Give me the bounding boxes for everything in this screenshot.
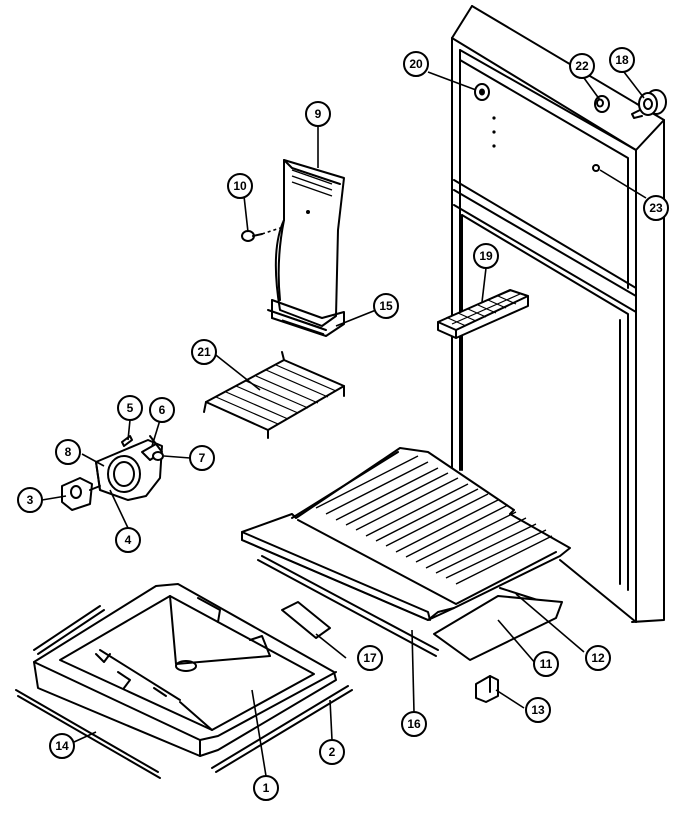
part-10-screw — [241, 227, 281, 242]
callout-7: 7 — [189, 445, 215, 471]
part-11-cover-plate — [433, 595, 563, 661]
callout-20-label: 20 — [409, 57, 423, 71]
callout-23-label: 23 — [649, 201, 663, 215]
callout-13-label: 13 — [531, 703, 545, 717]
callout-14-label: 14 — [55, 739, 69, 753]
callout-10: 10 — [227, 173, 253, 199]
part-18-control-dial — [631, 89, 667, 119]
callout-21: 21 — [191, 339, 217, 365]
callout-20: 20 — [403, 51, 429, 77]
callout-22-label: 22 — [575, 59, 589, 73]
callout-3: 3 — [17, 487, 43, 513]
callout-8-label: 8 — [65, 445, 72, 459]
part-5-screw — [121, 435, 133, 447]
part-19-ice-tray — [437, 289, 529, 339]
callout-11: 11 — [533, 651, 559, 677]
part-17-bracket — [281, 601, 331, 639]
part-13-hinge — [475, 675, 499, 703]
callout-9-label: 9 — [315, 107, 322, 121]
part-1-crisper-pan — [33, 583, 337, 757]
main-shelf — [241, 447, 571, 621]
callout-17: 17 — [357, 645, 383, 671]
part-22-knob — [594, 95, 610, 113]
callout-17-label: 17 — [363, 651, 377, 665]
callout-2-label: 2 — [329, 745, 336, 759]
callout-19: 19 — [473, 243, 499, 269]
part-20-knob — [474, 83, 490, 101]
part-6-clip — [141, 435, 163, 461]
callout-12: 12 — [585, 645, 611, 671]
callout-7-label: 7 — [199, 451, 206, 465]
callout-4-label: 4 — [125, 533, 132, 547]
callout-19-label: 19 — [479, 249, 493, 263]
part-16-trim-rail — [257, 555, 439, 657]
callout-15: 15 — [373, 293, 399, 319]
callout-22: 22 — [569, 53, 595, 79]
part-14-rail — [15, 689, 161, 779]
part-3-motor — [61, 477, 101, 511]
part-21-wire-shelf — [203, 351, 345, 439]
callout-6: 6 — [149, 397, 175, 423]
callout-18: 18 — [609, 47, 635, 73]
callout-1: 1 — [253, 775, 279, 801]
callout-15-label: 15 — [379, 299, 393, 313]
callout-8: 8 — [55, 439, 81, 465]
callout-5-label: 5 — [127, 401, 134, 415]
callout-9: 9 — [305, 101, 331, 127]
callout-1-label: 1 — [263, 781, 270, 795]
callout-16: 16 — [401, 711, 427, 737]
callout-6-label: 6 — [159, 403, 166, 417]
part-7-grommet — [152, 451, 164, 461]
callout-2: 2 — [319, 739, 345, 765]
callout-23: 23 — [643, 195, 669, 221]
cabinet — [451, 5, 665, 623]
leader-lines — [41, 71, 647, 777]
left-rail — [33, 605, 105, 655]
callout-16-label: 16 — [407, 717, 421, 731]
part-2-rail — [211, 685, 353, 773]
callout-12-label: 12 — [591, 651, 605, 665]
callout-3-label: 3 — [27, 493, 34, 507]
callout-10-label: 10 — [233, 179, 247, 193]
callout-21-label: 21 — [197, 345, 211, 359]
callout-18-label: 18 — [615, 53, 629, 67]
callout-4: 4 — [115, 527, 141, 553]
callout-11-label: 11 — [540, 657, 553, 671]
part-9-cover-panel — [267, 159, 345, 337]
callout-14: 14 — [49, 733, 75, 759]
callout-5: 5 — [117, 395, 143, 421]
callout-13: 13 — [525, 697, 551, 723]
